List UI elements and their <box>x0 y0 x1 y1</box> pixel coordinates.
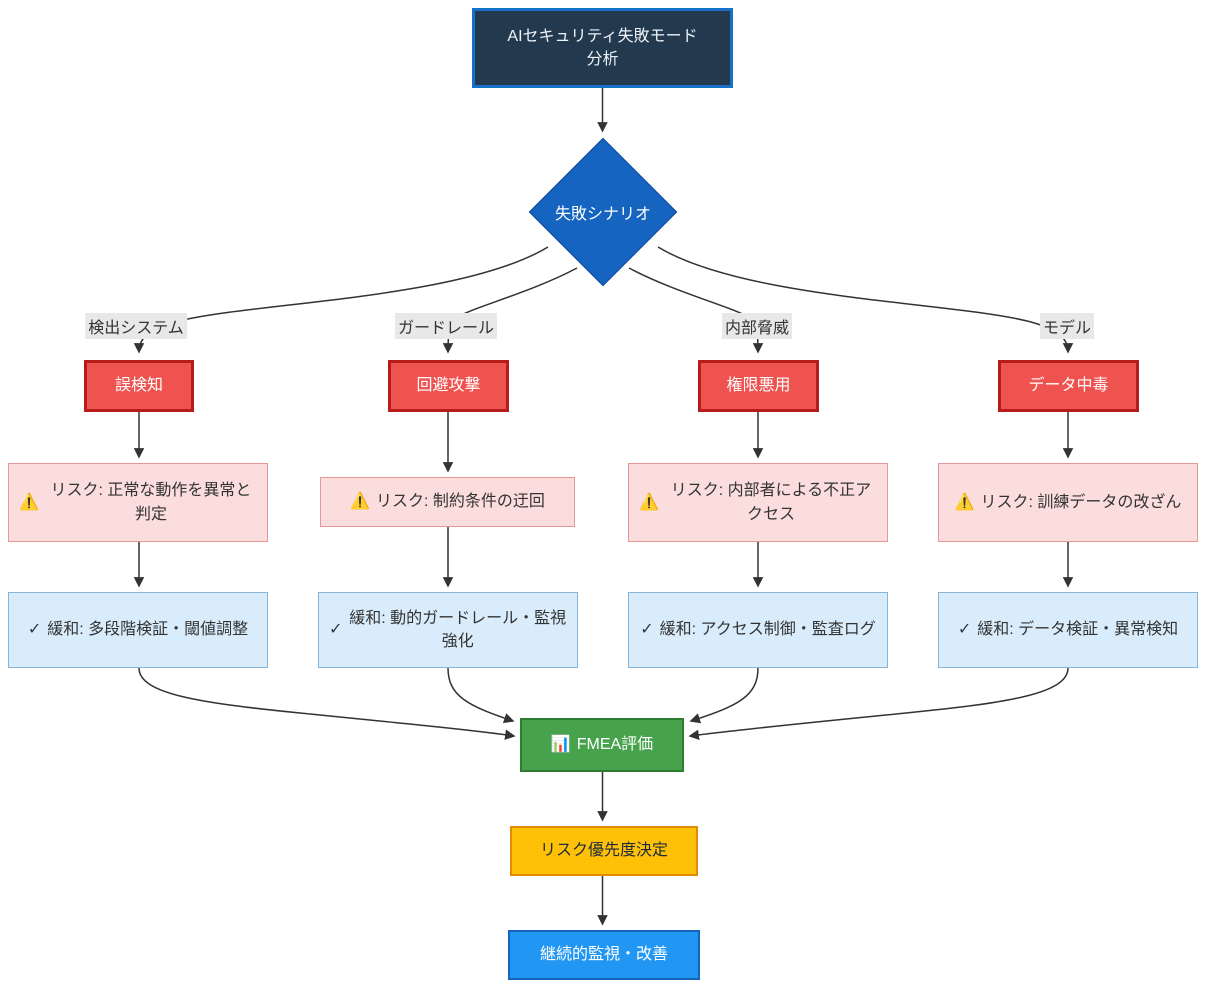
edge-mitigation-to-fmea-4 <box>688 667 1069 740</box>
warning-icon: ⚠️ <box>350 493 370 511</box>
risk-text: リスク: 訓練データの改ざん <box>980 493 1182 511</box>
node-mitigation-3: ✓ 緩和: アクセス制御・監査ログ <box>628 592 888 668</box>
node-mitigation-4: ✓ 緩和: データ検証・異常検知 <box>938 592 1198 668</box>
node-risk-priority: リスク優先度決定 <box>510 826 698 876</box>
edge-mitigation-to-fmea-2 <box>447 667 515 724</box>
warning-icon: ⚠️ <box>639 493 659 511</box>
node-risk-2: ⚠️ リスク: 制約条件の迂回 <box>320 477 575 527</box>
node-mitigation-1: ✓ 緩和: 多段階検証・閾値調整 <box>8 592 268 668</box>
node-fmea-evaluation: 📊 FMEA評価 <box>520 718 684 772</box>
node-failure-data-poisoning: データ中毒 <box>998 360 1139 412</box>
decision-label: 失敗シナリオ <box>554 206 651 223</box>
edge-mitigation-to-fmea-3 <box>689 667 759 724</box>
node-risk-4: ⚠️ リスク: 訓練データの改ざん <box>938 463 1198 542</box>
risk-text: リスク: 正常な動作を異常と判定 <box>50 482 252 523</box>
risk-text: リスク: 内部者による不正アクセス <box>670 482 872 523</box>
edge-mitigation-to-fmea-1 <box>138 667 516 740</box>
bar-chart-icon: 📊 <box>550 736 571 754</box>
node-mitigation-2: ✓ 緩和: 動的ガードレール・監視強化 <box>318 592 578 668</box>
fmea-label: FMEA評価 <box>576 736 654 754</box>
node-failure-evasion-attack: 回避攻撃 <box>388 360 509 412</box>
edge-label-detection-system: 検出システム <box>85 313 187 339</box>
check-icon: ✓ <box>640 621 654 639</box>
risk-text: リスク: 制約条件の迂回 <box>376 493 545 511</box>
node-failure-privilege-abuse: 権限悪用 <box>698 360 819 412</box>
edge-decision-to-failure-4 <box>657 246 1074 354</box>
node-continuous-monitoring: 継続的監視・改善 <box>508 930 700 980</box>
check-icon: ✓ <box>27 621 42 639</box>
node-risk-3: ⚠️ リスク: 内部者による不正アクセス <box>628 463 888 542</box>
node-title: AIセキュリティ失敗モード 分析 <box>472 8 733 88</box>
check-icon: ✓ <box>329 621 343 639</box>
mitigation-text: 緩和: アクセス制御・監査ログ <box>659 621 876 639</box>
warning-icon: ⚠️ <box>954 493 975 511</box>
mitigation-text: 緩和: データ検証・異常検知 <box>977 621 1179 639</box>
edge-label-insider-threat: 内部脅威 <box>721 313 793 339</box>
warning-icon: ⚠️ <box>19 493 39 511</box>
node-decision: 失敗シナリオ <box>528 137 678 287</box>
check-icon: ✓ <box>957 621 972 639</box>
mitigation-text: 緩和: 多段階検証・閾値調整 <box>47 621 249 639</box>
mitigation-text: 緩和: 動的ガードレール・監視強化 <box>349 609 567 650</box>
edge-label-guardrail: ガードレール <box>394 313 498 339</box>
edge-label-model: モデル <box>1039 313 1095 339</box>
node-risk-1: ⚠️ リスク: 正常な動作を異常と判定 <box>8 463 268 542</box>
node-failure-false-detection: 誤検知 <box>84 360 194 412</box>
